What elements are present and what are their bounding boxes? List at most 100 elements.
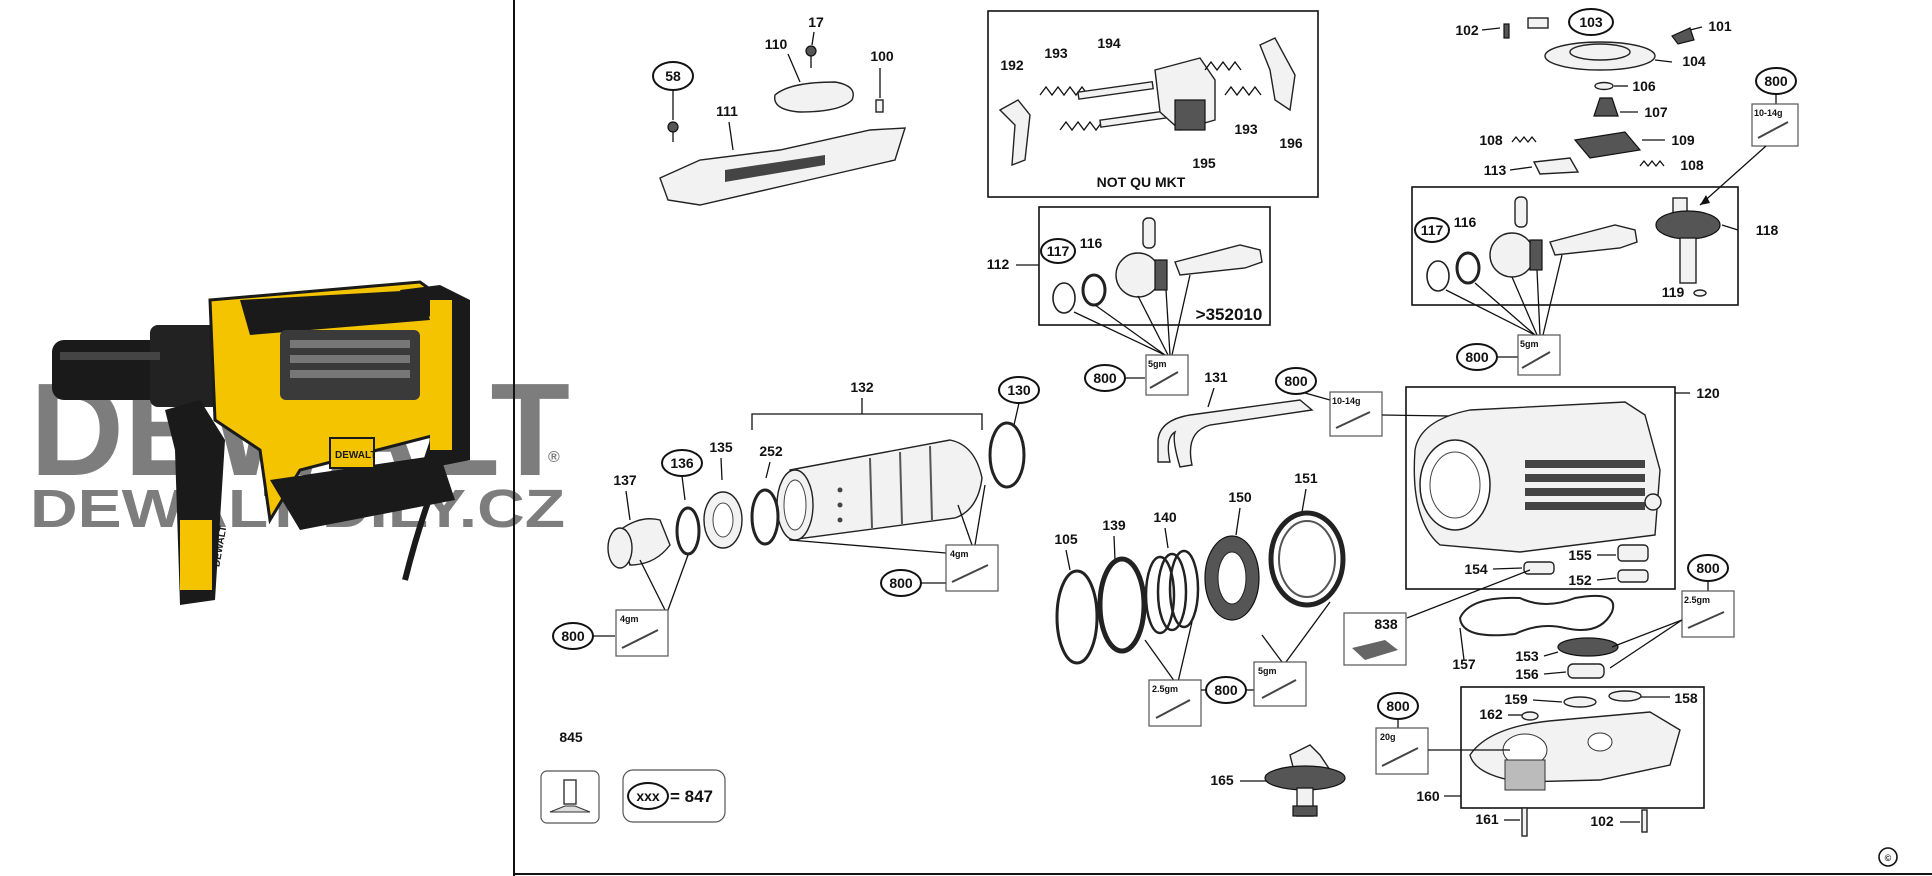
grease-10g-c: 10-14g xyxy=(1754,108,1783,118)
housing-box-120: 120 154 155 152 xyxy=(1405,385,1720,590)
piston-right xyxy=(1489,232,1535,278)
ring-117-left xyxy=(1052,282,1076,314)
label-137: 137 xyxy=(613,472,637,488)
block-near-103 xyxy=(1527,17,1549,29)
grease-800-d: 800 5gm xyxy=(1445,254,1563,376)
pin-100 xyxy=(875,99,884,113)
barrel-132 xyxy=(789,439,983,541)
label-153: 153 xyxy=(1515,648,1539,664)
gear-153 xyxy=(1557,637,1619,657)
callout-oval-117-left xyxy=(1040,238,1076,264)
label-58: 58 xyxy=(665,68,681,84)
label-194: 194 xyxy=(1097,35,1121,51)
grease-800-a: 800 4gm xyxy=(552,554,689,657)
label-130: 130 xyxy=(1007,382,1031,398)
grease-pack-10g-e xyxy=(1329,391,1383,437)
label-102-bottom: 102 xyxy=(1590,813,1614,829)
label-117-left: 117 xyxy=(1047,243,1070,259)
copyright-symbol xyxy=(1878,847,1898,867)
label-193-bottom: 193 xyxy=(1234,121,1258,137)
ring-139 xyxy=(1097,556,1147,654)
callout-oval-103 xyxy=(1568,8,1614,36)
label-139: 139 xyxy=(1102,517,1126,533)
label-109: 109 xyxy=(1671,132,1695,148)
grease-800-b: 800 5gm xyxy=(1073,274,1191,396)
grease-800-f: 800 4gm xyxy=(789,484,999,597)
legend-value: = 847 xyxy=(670,787,713,806)
bottom-screws: 161 102 xyxy=(1475,807,1648,837)
grease-800-c: 800 10-14g xyxy=(1699,67,1799,206)
ring-117-right xyxy=(1426,260,1450,292)
label-111: 111 xyxy=(716,103,738,119)
grease-800-i: 800 20g xyxy=(1375,692,1510,775)
label-107: 107 xyxy=(1644,104,1668,120)
spring-108-left xyxy=(1511,135,1537,144)
label-159: 159 xyxy=(1504,691,1528,707)
grease-25gm-h: 2.5gm xyxy=(1684,595,1710,605)
spring-108-right xyxy=(1639,159,1665,168)
label-800-f: 800 xyxy=(889,575,913,591)
screw-102-bottom xyxy=(1641,809,1648,833)
label-156: 156 xyxy=(1515,666,1539,682)
lever-113 xyxy=(1532,157,1580,175)
oring-105 xyxy=(1055,569,1099,665)
selector-109 xyxy=(1573,131,1642,159)
end-cap-137 xyxy=(619,518,671,566)
gear-165 xyxy=(1264,765,1346,791)
spring-140 xyxy=(1144,555,1176,635)
grease-800-e: 800 10-14g xyxy=(1275,367,1592,437)
label-151: 151 xyxy=(1294,470,1318,486)
bearing-155 xyxy=(1617,544,1649,562)
serial-note: >352010 xyxy=(1196,305,1263,324)
label-252: 252 xyxy=(759,443,783,459)
gear-case-160 xyxy=(1469,711,1681,783)
label-103: 103 xyxy=(1579,14,1603,30)
label-135: 135 xyxy=(709,439,733,455)
label-108-left: 108 xyxy=(1479,132,1503,148)
shield-131 xyxy=(1157,399,1314,468)
ring-116-left xyxy=(1081,273,1107,307)
label-161: 161 xyxy=(1475,811,1499,827)
label-105: 105 xyxy=(1054,531,1078,547)
barrel-group: 132 130 252 135 136 137 xyxy=(607,376,1040,569)
lever-192 xyxy=(998,99,1031,167)
label-112: 112 xyxy=(987,256,1010,272)
label-152: 152 xyxy=(1568,572,1592,588)
crank-gear-118 xyxy=(1655,210,1721,240)
con-rod-left xyxy=(1174,244,1263,276)
ring-151 xyxy=(1268,510,1346,608)
label-101: 101 xyxy=(1708,18,1732,34)
grease-4gm-a: 4gm xyxy=(620,614,639,624)
label-117-right: 117 xyxy=(1421,222,1444,238)
label-800-g: 800 xyxy=(1214,682,1238,698)
lever-196 xyxy=(1259,37,1296,112)
oring-130 xyxy=(988,421,1026,489)
piston-left xyxy=(1115,252,1161,298)
gasket-157 xyxy=(1458,594,1615,637)
washer-158 xyxy=(1608,690,1642,702)
washer-162 xyxy=(1521,711,1539,721)
label-838: 838 xyxy=(1374,616,1398,632)
top-right-gear-group: 102 103 101 104 106 107 108 109 108 113 xyxy=(1455,8,1732,178)
legend-key: xxx xyxy=(636,788,660,804)
label-116-left: 116 xyxy=(1080,235,1103,251)
label-800-h: 800 xyxy=(1696,560,1720,576)
screw-102 xyxy=(1503,23,1510,39)
knob-107 xyxy=(1593,97,1619,117)
ring-252 xyxy=(750,488,780,546)
grease-pack-4gm-a xyxy=(615,609,669,657)
housing-cover-group: 58 110 17 100 111 xyxy=(652,14,906,206)
washer-119 xyxy=(1693,289,1707,297)
grease-pack-25gm-h xyxy=(1681,590,1735,638)
bearing-152 xyxy=(1617,569,1649,583)
con-rod-right xyxy=(1549,224,1638,256)
label-131: 131 xyxy=(1204,369,1228,385)
label-193-top: 193 xyxy=(1044,45,1068,61)
grease-pack-20g-i xyxy=(1375,727,1429,775)
not-qu-mkt-box: 192 193 194 193 195 196 NOT QU MKT xyxy=(987,10,1319,198)
label-150: 150 xyxy=(1228,489,1252,505)
grease-25gm-g: 2.5gm xyxy=(1152,684,1178,694)
screw-58 xyxy=(667,121,679,133)
label-800-c: 800 xyxy=(1764,73,1788,89)
grease-5gm-d: 5gm xyxy=(1520,339,1539,349)
